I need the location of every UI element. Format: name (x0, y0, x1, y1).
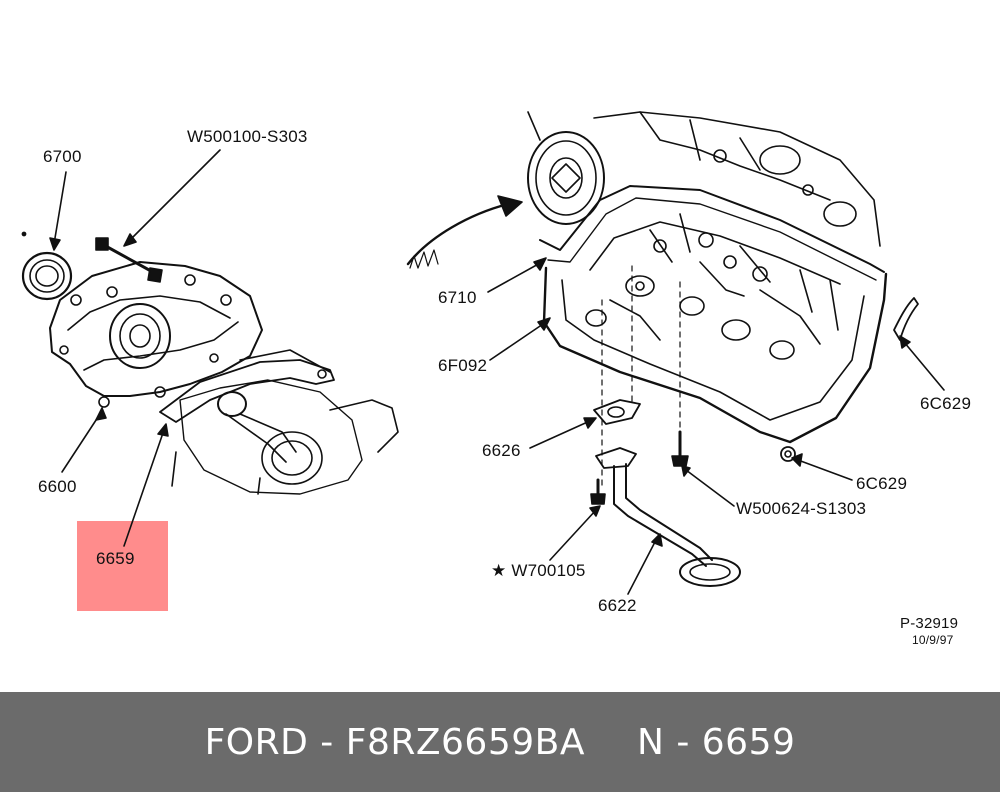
callout-6622: 6622 (598, 596, 637, 615)
callout-6c629-plug: 6C629 (856, 474, 908, 493)
callout-w500624-s1303: W500624-S1303 (736, 499, 867, 518)
callout-6626: 6626 (482, 441, 521, 460)
callout-6710: 6710 (438, 288, 477, 307)
oil-pump-front-cover (21, 237, 399, 495)
diagram-drawing (21, 111, 945, 595)
engine-oil-pan-assembly (406, 111, 919, 587)
callout-w700105: ★ W700105 (491, 561, 586, 580)
brand-part-number: FORD - F8RZ6659BA (204, 721, 585, 763)
callout-6600: 6600 (38, 477, 77, 496)
callout-6f092: 6F092 (438, 356, 488, 375)
parts-diagram: 6700 W500100-S303 6600 6659 6710 6F092 6… (21, 111, 972, 647)
part-number-banner: FORD - F8RZ6659BA N - 6659 (0, 692, 1000, 792)
oem-reference: N - 6659 (636, 721, 796, 763)
drawing-date: 10/9/97 (912, 633, 954, 647)
leader-lines-right (487, 257, 945, 595)
leader-lines-left (21, 149, 221, 547)
callout-6c629-seal: 6C629 (920, 394, 972, 413)
callout-w500100-s303: W500100-S303 (187, 127, 308, 146)
callout-6700: 6700 (43, 147, 82, 166)
callout-6659: 6659 (96, 549, 135, 568)
highlight-box-6659 (77, 521, 168, 611)
drawing-reference: P-32919 (900, 615, 959, 632)
